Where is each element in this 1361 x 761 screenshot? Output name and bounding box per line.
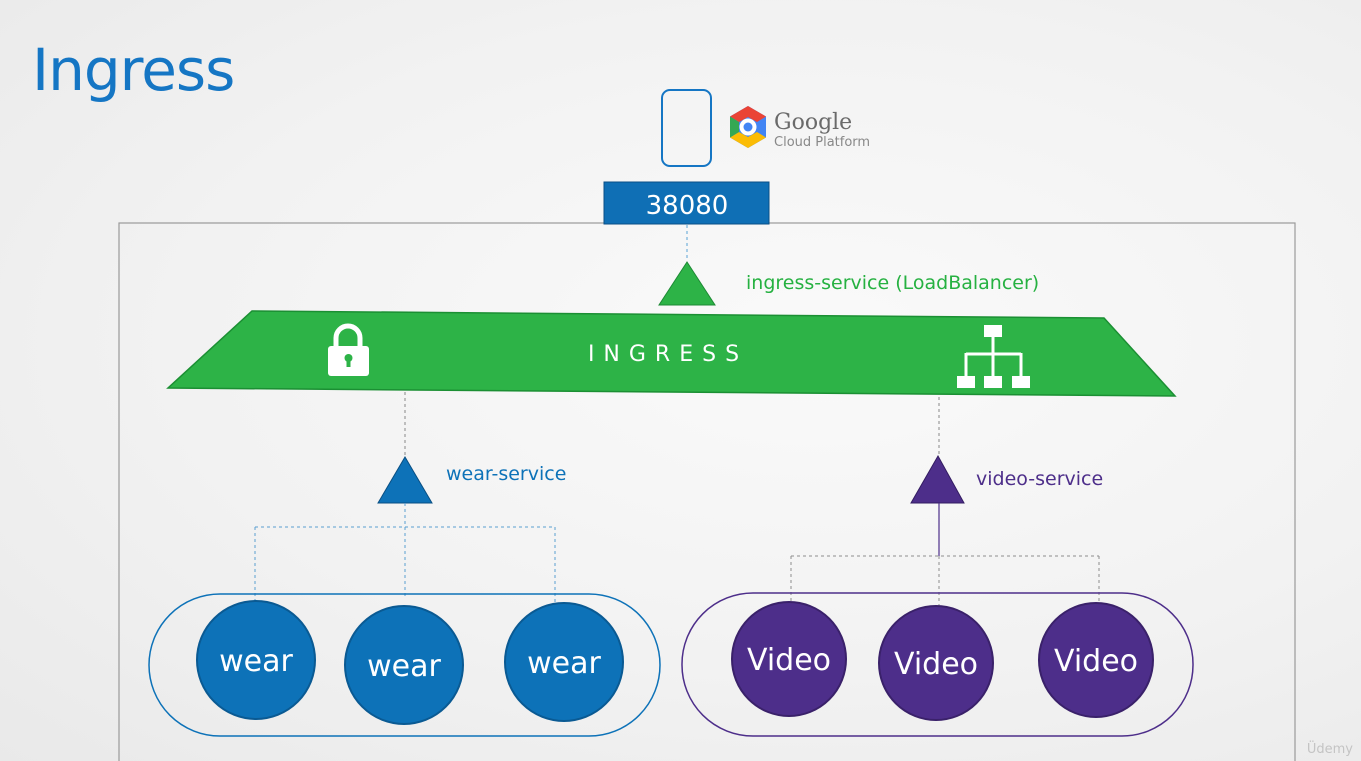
lock-icon: [328, 323, 369, 376]
ingress-label: INGRESS: [588, 342, 748, 367]
udemy-watermark: Üdemy: [1306, 742, 1353, 757]
video-pod: Video: [731, 601, 847, 717]
wear-pod-label: wear: [367, 649, 441, 684]
video-pod-label: Video: [747, 643, 831, 678]
wear-pod: wear: [504, 602, 624, 722]
wear-service-triangle-icon: [377, 456, 433, 504]
wear-pod-group: [148, 593, 661, 737]
wear-pod-connectors: [254, 503, 556, 602]
wear-pod-label: wear: [219, 644, 293, 679]
video-pod-connectors: [790, 503, 1100, 606]
hierarchy-icon: [957, 325, 1030, 388]
node-port-label: 38080: [646, 191, 729, 221]
video-pod: Video: [1038, 602, 1154, 718]
video-service-triangle-icon: [910, 454, 965, 504]
video-pod-label: Video: [894, 647, 978, 682]
wear-pod: wear: [196, 600, 316, 720]
ingress-service-label: ingress-service (LoadBalancer): [746, 272, 1039, 294]
wear-service-label: wear-service: [446, 463, 566, 485]
video-service-label: video-service: [976, 468, 1103, 490]
cloud-node: [661, 89, 712, 167]
slide-title: Ingress: [32, 36, 235, 104]
ingress-bar: [166, 310, 1177, 397]
video-pod-label: Video: [1054, 644, 1138, 679]
wear-pod: wear: [344, 605, 464, 725]
ingress-service-triangle-icon: [658, 261, 716, 306]
wear-pod-label: wear: [527, 646, 601, 681]
node-port-box: [603, 181, 770, 225]
cloud-brand-name: Google: [774, 110, 852, 135]
video-pod: Video: [878, 605, 994, 721]
google-cloud-logo-icon: [730, 106, 766, 148]
cloud-brand-subtitle: Cloud Platform: [774, 135, 870, 150]
video-pod-group: [681, 592, 1194, 737]
